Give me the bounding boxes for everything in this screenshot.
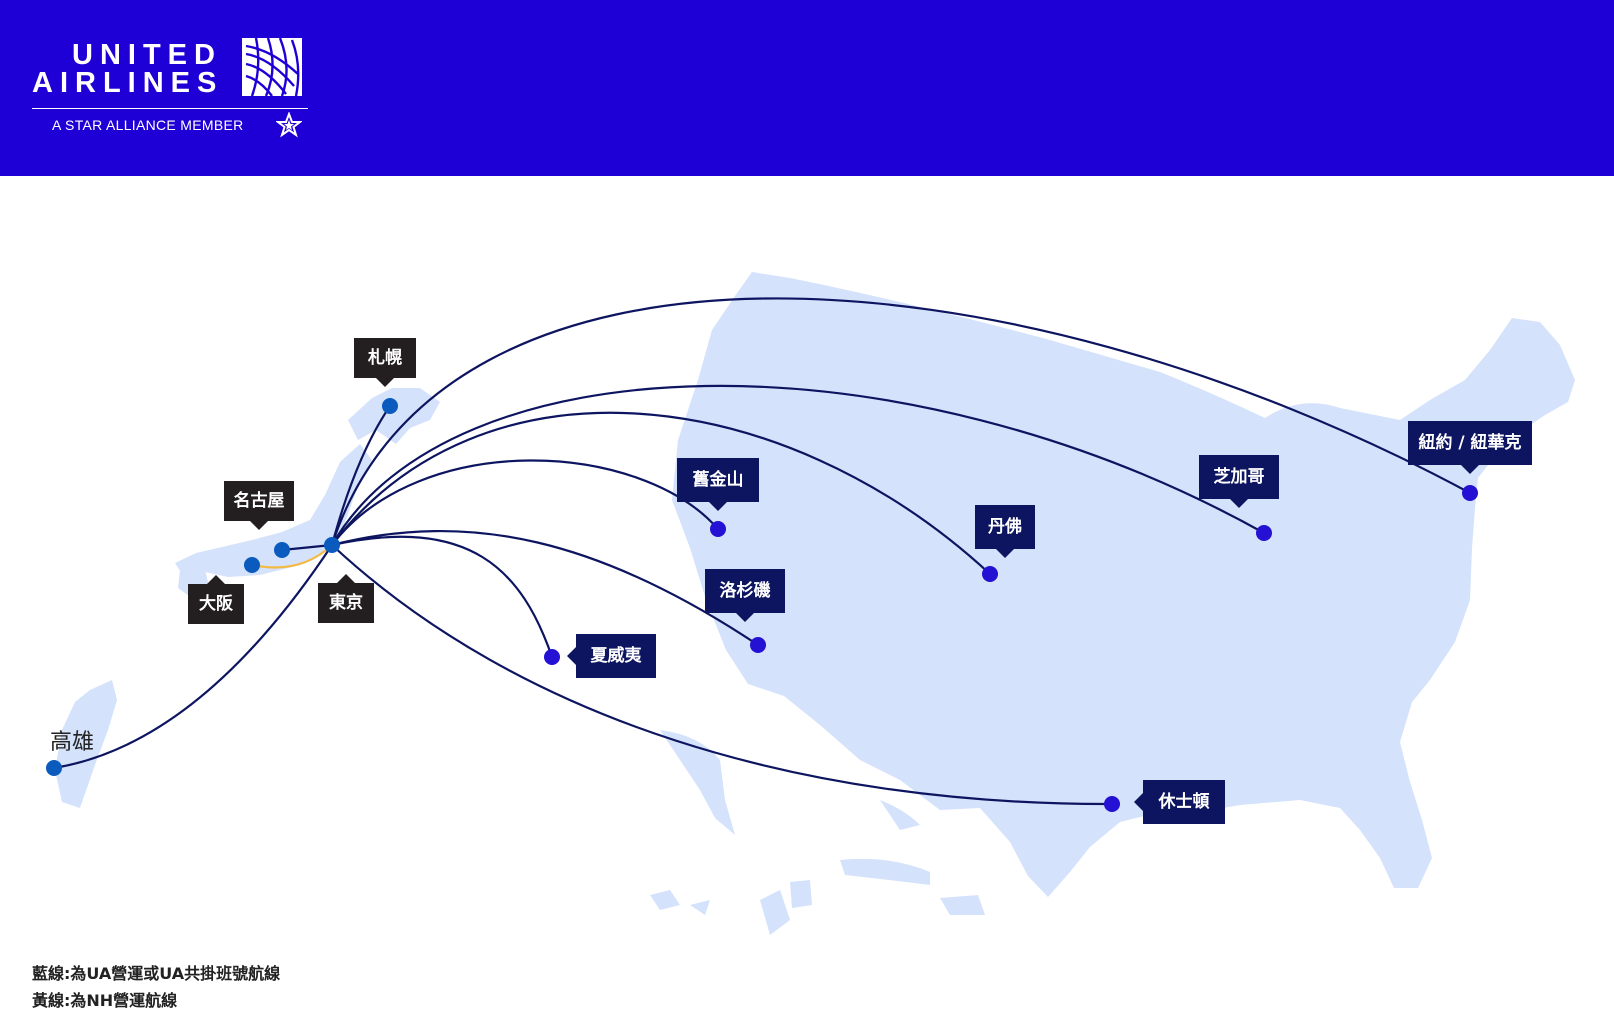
ua-routes: [53, 297, 1471, 806]
label-osaka[interactable]: 大阪: [188, 575, 244, 624]
label-chicago[interactable]: 芝加哥: [1199, 455, 1279, 508]
label-los-angeles[interactable]: 洛杉磯: [705, 569, 785, 622]
united-airlines-logo[interactable]: UNITED AIRLINES A STAR ALLIANCE MEMBER: [30, 38, 320, 138]
japan-honshu: [175, 444, 372, 577]
caribbean-island-2: [760, 890, 790, 935]
label-houston[interactable]: 休士頓: [1134, 780, 1225, 824]
landmass: [55, 272, 1575, 935]
logo-word-airlines: AIRLINES: [32, 67, 224, 99]
route-tokyo-los-angeles: [331, 529, 759, 646]
logo-divider: [32, 108, 308, 109]
legend-yellow-line: 黃線:為NH營運航線: [32, 991, 178, 1010]
label-kaohsiung[interactable]: 高雄: [50, 730, 95, 755]
label-new-york[interactable]: 紐約 / 紐華克: [1408, 421, 1532, 474]
label-sapporo[interactable]: 札幌: [354, 338, 416, 387]
taiwan: [55, 680, 117, 808]
label-tokyo[interactable]: 東京: [318, 574, 374, 623]
label-denver[interactable]: 丹佛: [975, 505, 1035, 558]
route-tokyo-san-francisco: [331, 459, 719, 546]
caribbean-island-1: [790, 880, 812, 908]
globe-icon: [242, 38, 302, 96]
dot-hawaii[interactable]: [544, 649, 560, 665]
caribbean-hispaniola: [940, 895, 985, 915]
label-san-francisco[interactable]: 舊金山: [677, 458, 759, 511]
dot-sapporo[interactable]: [382, 398, 398, 414]
route-tokyo-sapporo: [330, 405, 391, 546]
caribbean-cuba: [840, 858, 930, 885]
route-tokyo-denver: [331, 411, 991, 575]
japan-hokkaido: [348, 388, 440, 444]
label-hawaii[interactable]: 夏威夷: [567, 634, 656, 678]
caribbean-island-4: [690, 900, 710, 915]
city-dots: [46, 398, 1478, 812]
dot-los-angeles[interactable]: [750, 637, 766, 653]
route-map: [46, 272, 1575, 935]
dot-denver[interactable]: [982, 566, 998, 582]
header-banner: UNITED AIRLINES A STAR ALLIANCE MEMBER: [0, 0, 1614, 176]
route-tokyo-hawaii: [331, 535, 554, 658]
star-alliance-icon: [276, 112, 302, 138]
route-tokyo-new-york: [330, 297, 1471, 546]
gulf-islands: [880, 800, 920, 830]
baja-peninsula: [660, 730, 735, 835]
route-nh-tokyo-osaka: [251, 544, 333, 569]
dot-chicago[interactable]: [1256, 525, 1272, 541]
logo-word-united: UNITED: [72, 39, 222, 71]
legend-blue-line: 藍線:為UA營運或UA共掛班號航線: [32, 964, 281, 983]
star-alliance-tagline: A STAR ALLIANCE MEMBER: [52, 117, 244, 133]
dot-tokyo[interactable]: [324, 537, 340, 553]
dot-new-york[interactable]: [1462, 485, 1478, 501]
continental-us-landmass: [672, 272, 1575, 897]
dot-san-francisco[interactable]: [710, 521, 726, 537]
route-tokyo-nagoya: [281, 543, 333, 552]
dot-nagoya[interactable]: [274, 542, 290, 558]
dot-kaohsiung[interactable]: [46, 760, 62, 776]
caribbean-island-3: [650, 890, 680, 910]
route-tokyo-chicago: [331, 384, 1265, 546]
route-tokyo-houston: [331, 544, 1113, 806]
label-nagoya[interactable]: 名古屋: [224, 481, 294, 530]
dot-osaka[interactable]: [244, 557, 260, 573]
dot-houston[interactable]: [1104, 796, 1120, 812]
map-legend: 藍線:為UA營運或UA共掛班號航線 黃線:為NH營運航線: [32, 960, 280, 1014]
route-tokyo-kaohsiung: [53, 544, 333, 770]
